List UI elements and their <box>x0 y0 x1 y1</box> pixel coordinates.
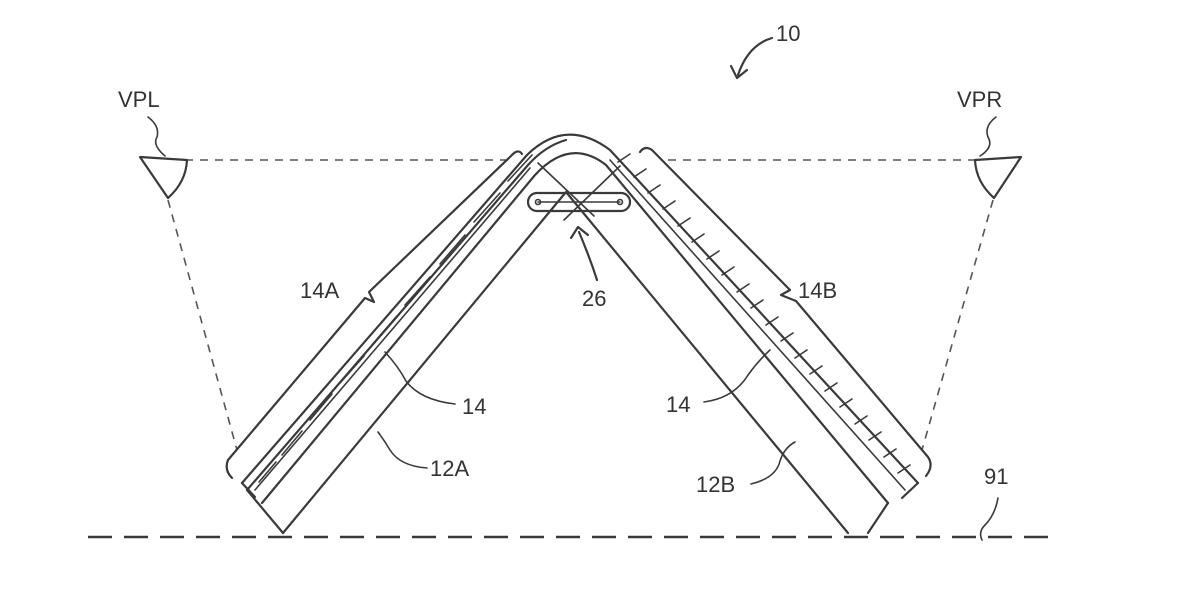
leader-lines <box>147 36 999 541</box>
foldable-device <box>240 133 920 535</box>
hinge <box>526 162 632 221</box>
right-viewer-eye-icon <box>973 155 1023 200</box>
left-viewer-eye-icon <box>138 155 189 200</box>
label-12a: 12A <box>430 456 469 481</box>
label-layer-right-14: 14 <box>666 392 690 417</box>
label-12b: 12B <box>696 472 735 497</box>
bracket-14b <box>638 146 932 478</box>
label-surface-91: 91 <box>984 464 1008 489</box>
bracket-14a <box>225 150 524 480</box>
sight-lines <box>167 159 994 451</box>
label-14a: 14A <box>300 278 339 303</box>
label-vpl: VPL <box>118 87 160 112</box>
label-hinge-26: 26 <box>582 286 606 311</box>
label-14b: 14B <box>798 278 837 303</box>
label-device: 10 <box>776 21 800 46</box>
label-vpr: VPR <box>957 87 1002 112</box>
label-layer-left-14: 14 <box>462 394 486 419</box>
